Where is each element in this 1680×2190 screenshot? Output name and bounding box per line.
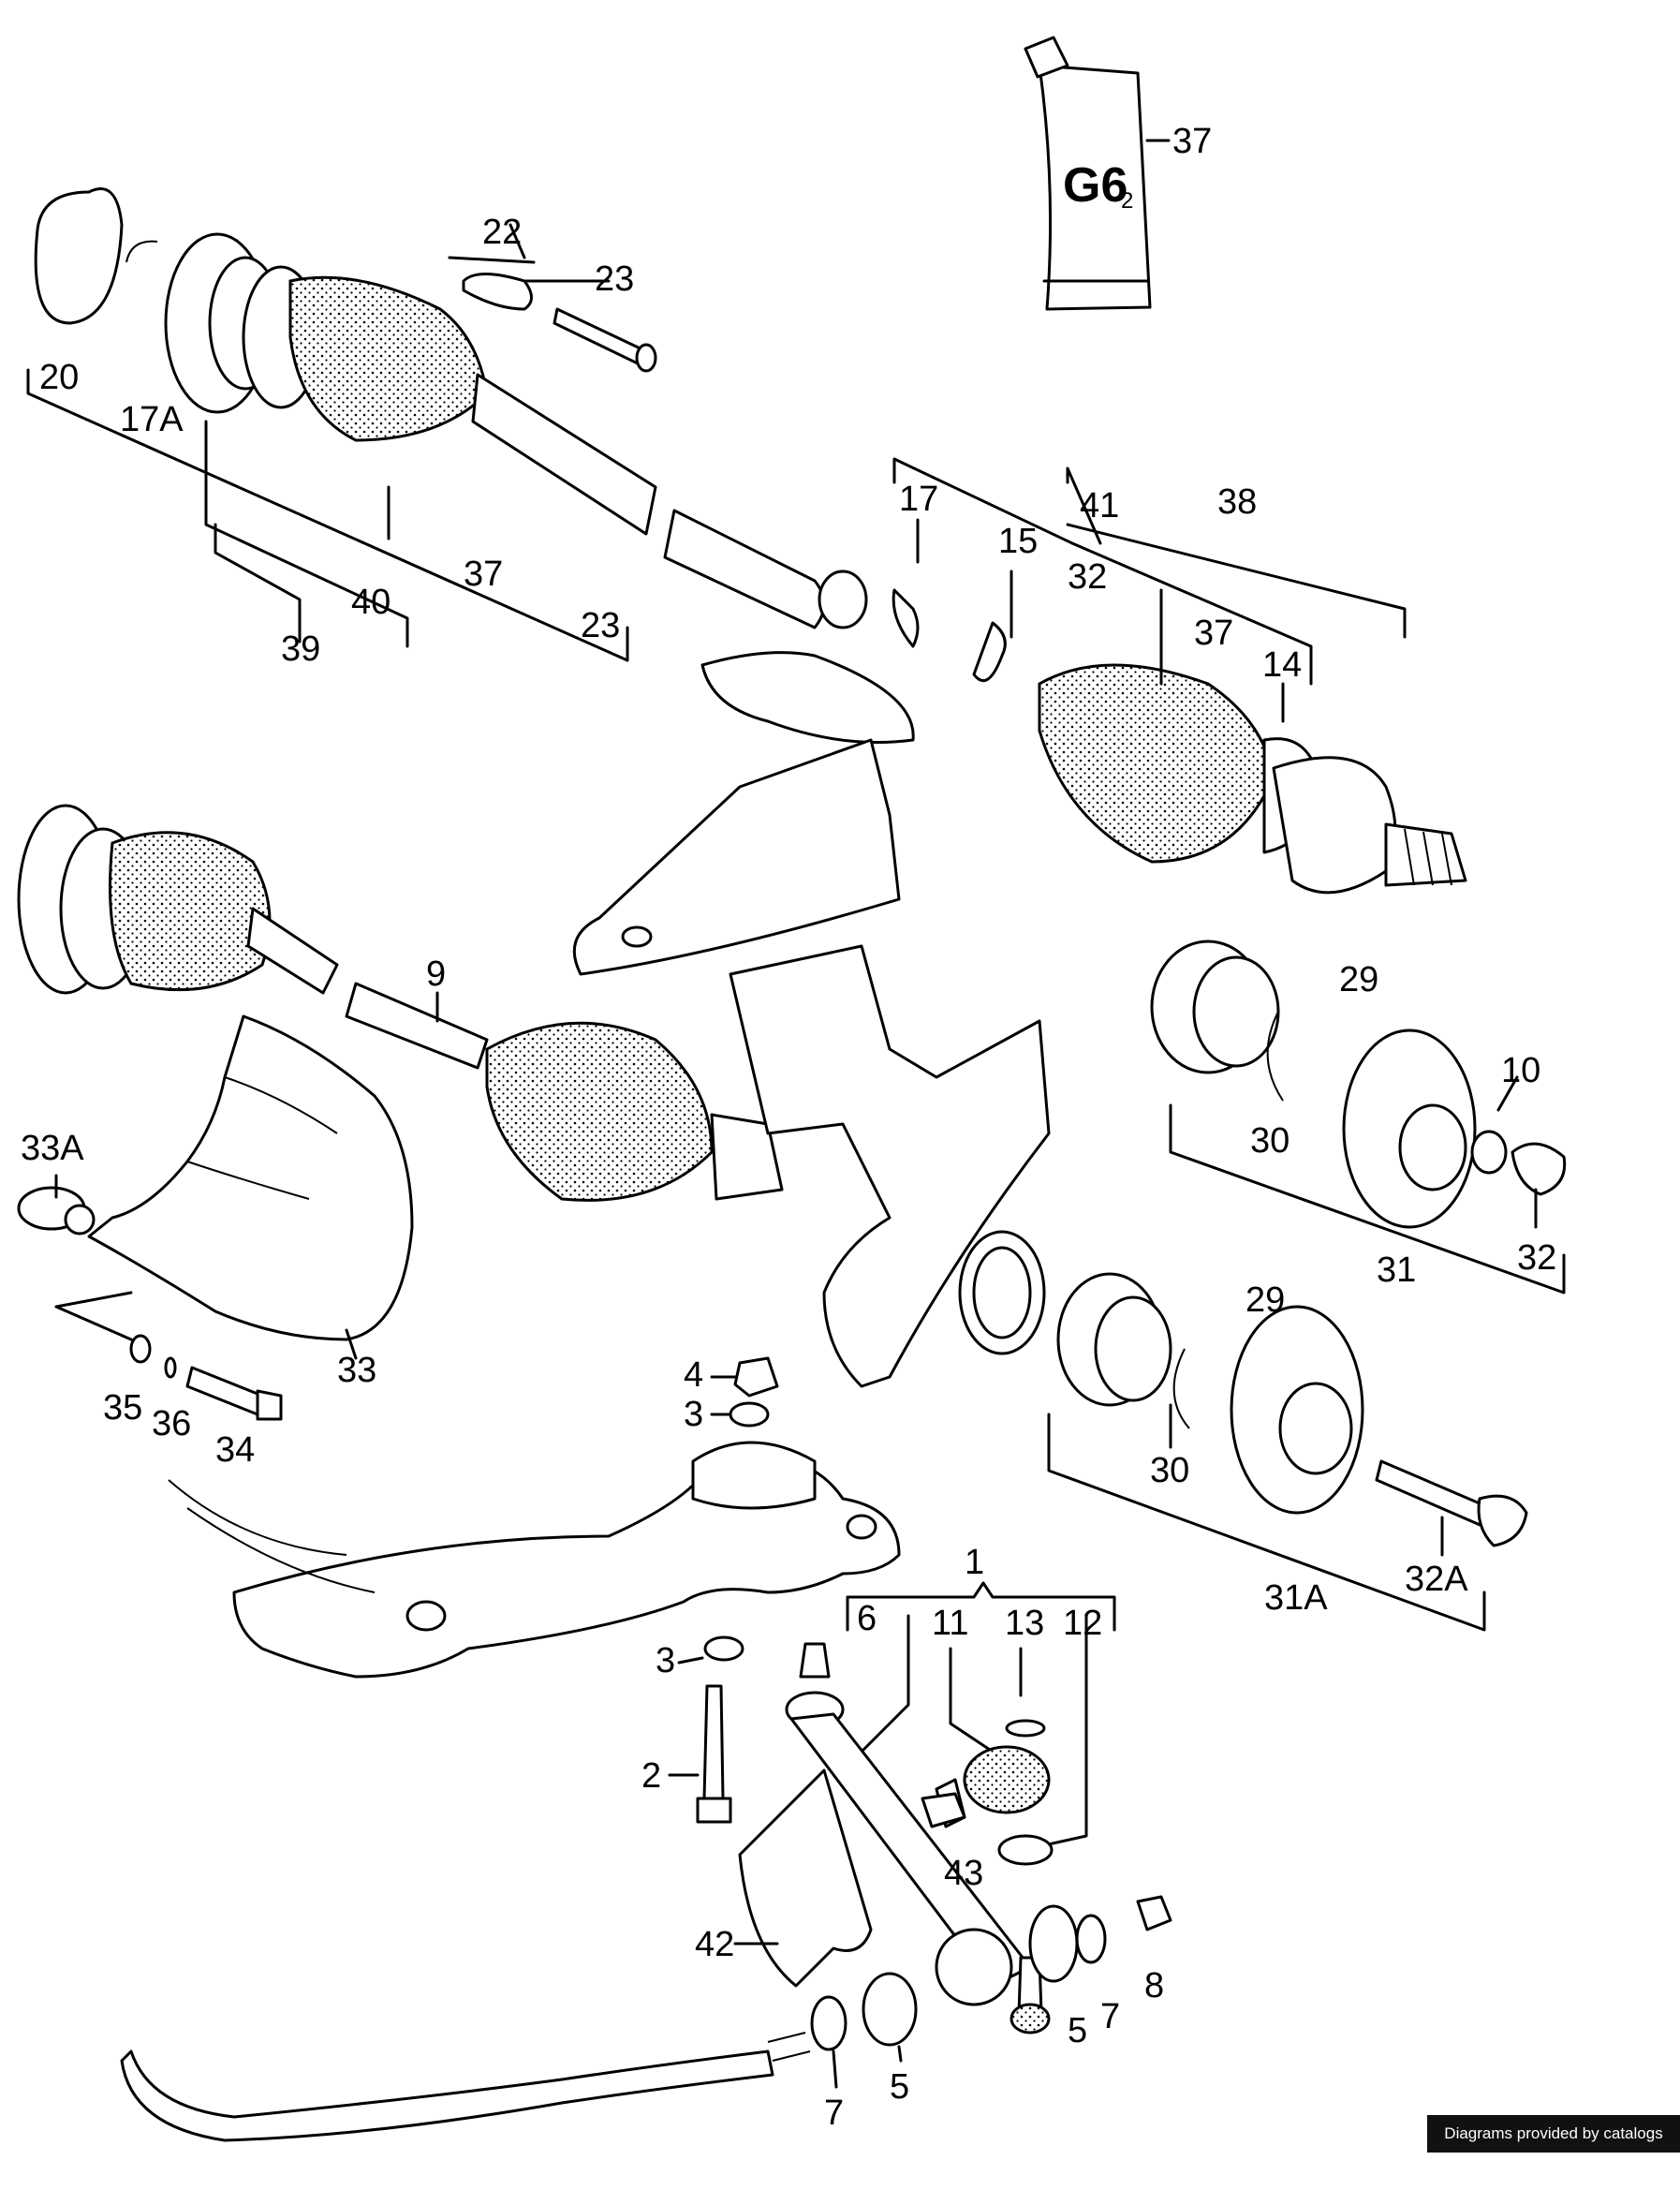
nut-4 (733, 1356, 779, 1398)
svg-text:37: 37 (1172, 122, 1212, 161)
label-12: 12 (1063, 1604, 1102, 1643)
label-35: 35 (103, 1388, 142, 1428)
svg-text:2: 2 (1121, 188, 1133, 214)
label-29-bot: 29 (1245, 1280, 1285, 1320)
label-31: 31 (1377, 1250, 1416, 1290)
footer-credit: Diagrams provided by catalogs parts (1427, 2115, 1680, 2180)
bracket-31A (1047, 1403, 1486, 1632)
label-23-bottom: 23 (581, 606, 620, 645)
strut-knuckle (572, 651, 1051, 1388)
label-33A: 33A (21, 1129, 84, 1168)
clip-43 (921, 1792, 966, 1828)
bracket-42 (738, 1768, 873, 1988)
label-42: 42 (695, 1925, 734, 1964)
label-17A: 17A (120, 400, 184, 439)
lower-hub (1056, 1272, 1528, 1547)
middle-drive-shaft (17, 804, 784, 1202)
label-13: 13 (1005, 1604, 1044, 1643)
label-17: 17 (899, 480, 938, 519)
svg-text:G6: G6 (1063, 158, 1127, 213)
washer-7-bottom (810, 1995, 847, 2051)
label-37-mid: 37 (464, 555, 503, 594)
bracket-upper (26, 223, 629, 662)
label-10: 10 (1501, 1051, 1540, 1090)
heat-shield (17, 1014, 414, 1341)
bracket-right-upper (892, 457, 1407, 723)
label-23-top: 23 (595, 259, 634, 299)
washer-3-bottom (703, 1635, 744, 1662)
subframe (168, 1441, 901, 1679)
label-30-bot: 30 (1150, 1451, 1189, 1490)
bushing-5-bottom (862, 1972, 918, 2047)
upper-hub (1150, 940, 1567, 1229)
label-2: 2 (641, 1756, 661, 1796)
label-22: 22 (482, 213, 522, 252)
upper-drive-shaft (34, 187, 868, 629)
bracket-31 (1169, 1075, 1566, 1295)
label-34: 34 (215, 1430, 255, 1470)
label-1: 1 (965, 1543, 984, 1582)
label-33: 33 (337, 1351, 376, 1390)
label-8: 8 (1144, 1966, 1164, 2005)
bolt-2 (702, 1684, 725, 1800)
stabilizer-bar (120, 2049, 774, 2142)
label-15: 15 (998, 522, 1038, 561)
bracket-1 (846, 1581, 1116, 1847)
label-3-top: 3 (684, 1395, 703, 1434)
label-37-right: 37 (1194, 614, 1233, 653)
label-36: 36 (152, 1404, 191, 1443)
grease-tube: G6 2 37 (1024, 36, 1212, 311)
label-3-bot: 3 (656, 1641, 675, 1680)
label-32-top: 32 (1068, 557, 1107, 597)
washer-3-top (729, 1401, 770, 1428)
label-11: 11 (932, 1604, 968, 1643)
label-38: 38 (1217, 482, 1257, 522)
label-7-right: 7 (1100, 1997, 1120, 2036)
label-32A: 32A (1405, 1560, 1468, 1599)
label-20: 20 (39, 358, 79, 397)
washers-bolt (129, 1334, 283, 1421)
label-29-top: 29 (1339, 960, 1378, 999)
right-cv-joint (892, 588, 1467, 895)
label-9: 9 (426, 954, 446, 994)
bushing-right (1028, 1895, 1172, 1983)
label-14: 14 (1262, 645, 1302, 685)
label-5-bot: 5 (890, 2067, 909, 2107)
label-6: 6 (857, 1599, 877, 1638)
label-30-top: 30 (1250, 1121, 1289, 1161)
label-31A: 31A (1264, 1578, 1328, 1618)
label-32-right: 32 (1517, 1238, 1556, 1278)
label-43: 43 (944, 1854, 983, 1893)
label-41: 41 (1080, 486, 1119, 525)
label-4: 4 (684, 1355, 703, 1395)
label-5-right: 5 (1068, 2011, 1087, 2050)
label-7-bot: 7 (824, 2094, 844, 2133)
